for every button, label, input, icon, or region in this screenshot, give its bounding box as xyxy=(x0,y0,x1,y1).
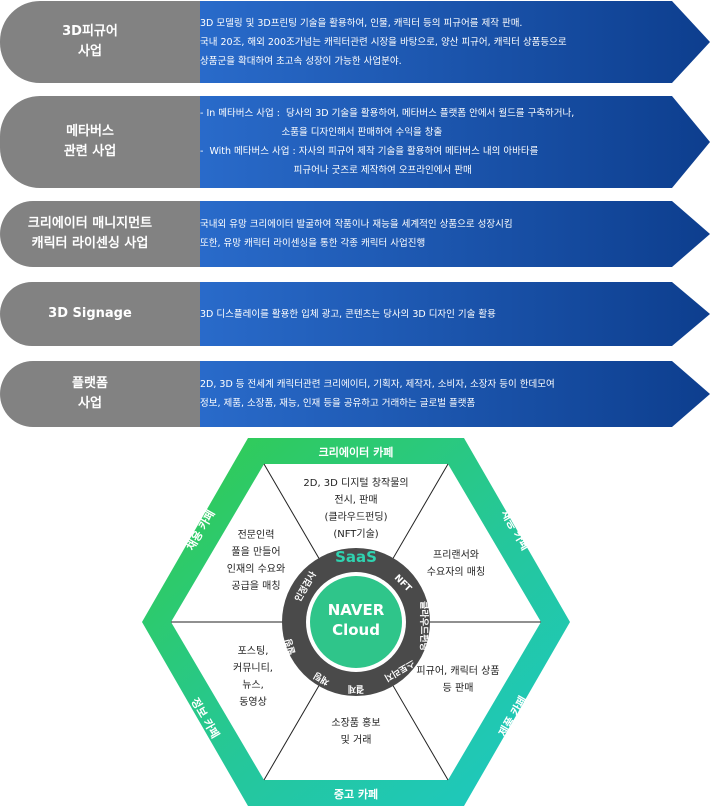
platform-hexagon-diagram: 크리에이터 카페 재능 카페 제품 카페 중고 카페 정보 카페 채용 카페 2… xyxy=(142,438,570,806)
row-text-line: 상품군을 확대하여 초고속 성장이 가능한 사업분야. xyxy=(200,55,402,67)
segment-text-line: 전시, 판매 xyxy=(334,494,377,506)
row-arrow-shape xyxy=(150,282,710,346)
segment-text-line: 전문인력 xyxy=(238,529,275,541)
row-arrow-shape xyxy=(150,96,710,188)
segment-text-line: 및 거래 xyxy=(341,734,372,746)
row-text-line: 피규어나 굿즈로 제작하여 오프라인에서 판매 xyxy=(200,165,472,176)
segment-text-line: 등 판매 xyxy=(443,682,474,694)
row-text-line: 3D 모델링 및 3D프린팅 기술을 활용하여, 인물, 캐릭터 등의 피규어를… xyxy=(200,17,523,29)
row-text-line: 2D, 3D 등 전세계 캐릭터관련 크리에이터, 기획자, 제작자, 소비자,… xyxy=(200,379,555,390)
row-body: 3D 디스플레이를 활용한 입체 광고, 콘텐츠는 당사의 3D 디자인 기술 … xyxy=(200,282,670,346)
center-line-1: NAVER xyxy=(328,601,385,619)
segment-text-line: 2D, 3D 디지털 창작물의 xyxy=(303,477,408,489)
row-3d-signage: 3D Signage 3D 디스플레이를 활용한 입체 광고, 콘텐츠는 당사의… xyxy=(0,282,710,346)
segment-text-line: 커뮤니티, xyxy=(233,662,273,674)
row-title: 3D Signage xyxy=(48,306,132,321)
segment-text-line: 뉴스, xyxy=(242,679,264,691)
segment-text-line: 소장품 홍보 xyxy=(331,716,380,729)
row-text-line: 소품을 디자인해서 판매하여 수익을 창출 xyxy=(200,127,443,138)
center-line-2: Cloud xyxy=(332,621,380,639)
row-title-pill: 3D Signage xyxy=(0,282,200,346)
segment-lower-right: 피규어, 캐릭터 상품등 판매 xyxy=(416,665,499,694)
row-body: 국내외 유망 크리에이터 발굴하여 작품이나 재능을 세계적인 상품으로 성장시… xyxy=(200,201,670,267)
row-body: - In 메타버스 사업 : 당사의 3D 기술을 활용하여, 메타버스 플랫폼… xyxy=(200,96,670,188)
row-arrow-shape xyxy=(150,1,710,83)
row-text-line: - In 메타버스 사업 : 당사의 3D 기술을 활용하여, 메타버스 플랫폼… xyxy=(200,108,575,119)
ring-saas: SaaS xyxy=(335,548,377,566)
row-text-line: 국내 20조, 해외 200조가넘는 캐릭터관련 시장을 바탕으로, 양산 피규… xyxy=(200,36,567,48)
edge-label-top: 크리에이터 카페 xyxy=(319,445,394,459)
row-title-pill: 3D피규어 사업 xyxy=(0,1,200,83)
row-title: 3D피규어 사업 xyxy=(62,24,118,59)
row-arrow xyxy=(150,282,710,346)
segment-text-line: 인재의 수요와 xyxy=(227,563,285,575)
row-arrow xyxy=(150,1,710,83)
segment-lower-left: 포스팅, 커뮤니티, 뉴스, 동영상 xyxy=(233,645,273,708)
row-title-pill: 플랫폼 사업 xyxy=(0,361,200,427)
row-arrow xyxy=(150,96,710,188)
segment-text-line: 수요자의 매칭 xyxy=(427,566,485,578)
row-platform: 플랫폼 사업 2D, 3D 등 전세계 캐릭터관련 크리에이터, 기획자, 제작… xyxy=(0,361,710,427)
row-creator-management: 크리에이터 매니지먼트 캐릭터 라이센싱 사업 국내외 유망 크리에이터 발굴하… xyxy=(0,201,710,267)
segment-text-line: 공급을 매칭 xyxy=(231,580,280,592)
row-3d-figure: 3D피규어 사업 3D 모델링 및 3D프린팅 기술을 활용하여, 인물, 캐릭… xyxy=(0,1,710,83)
ring-payment: 결제 xyxy=(348,683,365,695)
row-metaverse: 메타버스 관련 사업 - In 메타버스 사업 : 당사의 3D 기술을 활용하… xyxy=(0,96,710,188)
segment-bottom: 소장품 홍보및 거래 xyxy=(331,716,380,746)
naver-cloud-center xyxy=(310,576,402,668)
row-arrow xyxy=(150,361,710,427)
ring-cloud-funding: 클라우드펀딩 xyxy=(418,601,430,651)
row-text-line: 정보, 제품, 소장품, 재능, 인재 등을 공유하고 거래하는 글로벌 플랫폼 xyxy=(200,398,476,409)
segment-text-line: (NFT기술) xyxy=(333,528,378,540)
row-title: 크리에이터 매니지먼트 캐릭터 라이센싱 사업 xyxy=(27,216,153,251)
edge-label-bottom: 중고 카페 xyxy=(334,787,378,801)
row-title-pill: 메타버스 관련 사업 xyxy=(0,96,200,188)
row-text-line: 3D 디스플레이를 활용한 입체 광고, 콘텐츠는 당사의 3D 디자인 기술 … xyxy=(200,308,496,320)
row-text-line: 또한, 유망 캐릭터 라이센싱을 통한 각종 캐릭터 사업진행 xyxy=(200,238,426,249)
segment-text-line: 피규어, 캐릭터 상품 xyxy=(416,665,499,677)
row-text-line: 국내외 유망 크리에이터 발굴하여 작품이나 재능을 세계적인 상품으로 성장시… xyxy=(200,219,513,230)
row-arrow-shape xyxy=(150,201,710,267)
segment-text-line: 풀을 만들어 xyxy=(231,546,280,558)
row-arrow xyxy=(150,201,710,267)
segment-text-line: 동영상 xyxy=(239,696,267,708)
segment-text-line: 프리랜서와 xyxy=(433,549,479,561)
row-body: 2D, 3D 등 전세계 캐릭터관련 크리에이터, 기획자, 제작자, 소비자,… xyxy=(200,361,670,427)
row-title: 플랫폼 사업 xyxy=(72,376,108,411)
segment-text-line: (클라우드펀딩) xyxy=(324,511,387,523)
segment-text-line: 포스팅, xyxy=(238,645,269,657)
row-arrow-shape xyxy=(150,361,710,427)
row-title: 메타버스 관련 사업 xyxy=(63,124,117,159)
row-text-line: - With 메타버스 사업 : 자사의 피규어 제작 기술을 활용하여 메타버… xyxy=(200,146,539,157)
row-title-pill: 크리에이터 매니지먼트 캐릭터 라이센싱 사업 xyxy=(0,201,200,267)
row-body: 3D 모델링 및 3D프린팅 기술을 활용하여, 인물, 캐릭터 등의 피규어를… xyxy=(200,1,670,83)
